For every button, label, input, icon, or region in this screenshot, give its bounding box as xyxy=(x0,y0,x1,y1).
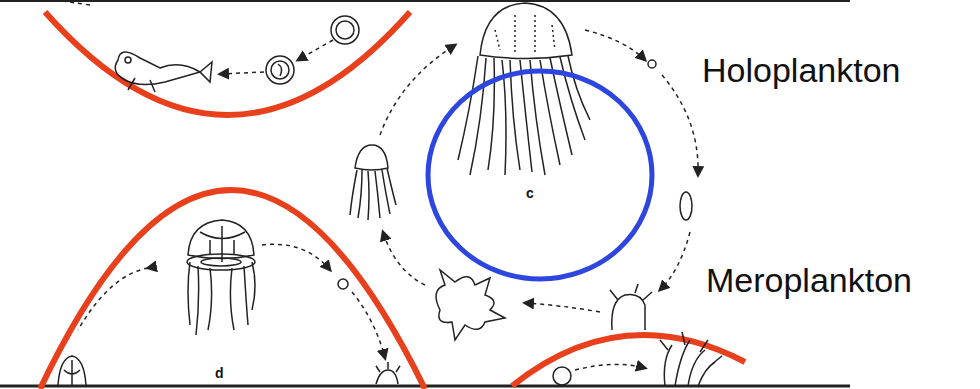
red-curve xyxy=(45,12,410,115)
group-label: Meroplankton xyxy=(706,262,912,299)
red-curve xyxy=(512,335,745,386)
group-label: Holoplankton xyxy=(702,52,900,89)
panel-letter: c xyxy=(526,186,534,201)
red-curve xyxy=(40,190,425,389)
panel-letter: d xyxy=(215,366,224,381)
highlight-circle xyxy=(428,71,652,279)
